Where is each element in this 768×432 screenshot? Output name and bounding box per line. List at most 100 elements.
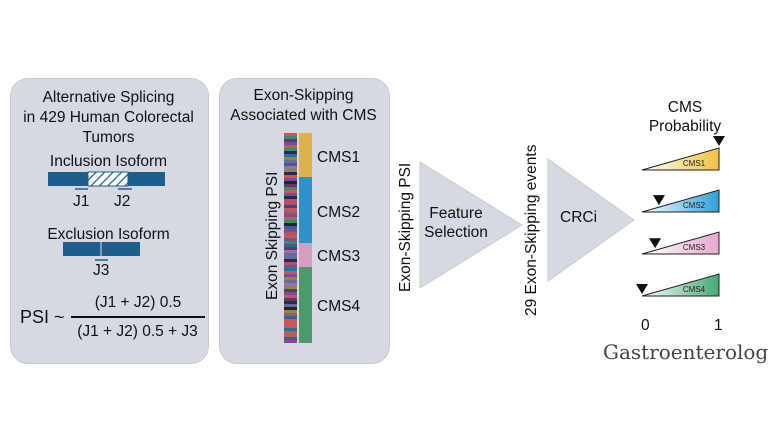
heatmap-stripe (284, 223, 297, 226)
journal-wordmark: Gastroenterology (603, 340, 768, 364)
heatmap-stripe (284, 286, 297, 289)
probability-wedge-label: CMS3 (683, 243, 706, 252)
psi-prefix: PSI ~ (20, 307, 65, 327)
heatmap-stripe (284, 193, 297, 196)
cms4-label: CMS4 (317, 298, 361, 315)
heatmap-stripe (284, 304, 297, 307)
heatmap-stripe (284, 187, 297, 190)
heatmap-stripe (284, 292, 297, 295)
probability-wedge-label: CMS2 (683, 201, 706, 210)
heatmap-stripe (284, 331, 297, 334)
heatmap-stripe (284, 307, 297, 310)
heatmap-stripe (284, 259, 297, 262)
feature-selection-arrow (419, 161, 523, 289)
probability-wedge-cms3 (641, 231, 720, 255)
exclusion-exon-right (101, 242, 140, 256)
cms-probability-title: CMS Probability (640, 98, 730, 136)
heatmap-stripe (284, 241, 297, 244)
heatmap-stripe (284, 295, 297, 298)
heatmap-stripe (284, 208, 297, 211)
heatmap-stripe (284, 154, 297, 157)
heatmap-stripe (284, 166, 297, 169)
cms-probability-title-line: Probability (648, 118, 722, 135)
heatmap-stripe (284, 220, 297, 223)
probability-axis-max: 1 (714, 317, 723, 334)
crci-arrow (547, 158, 635, 282)
heatmap-stripe (284, 271, 297, 274)
heatmap-stripe (284, 133, 297, 136)
exon-skipping-psi-input-label: Exon-Skipping PSI (397, 162, 414, 292)
feature-selection-line: Feature (429, 205, 483, 222)
cms-cluster-bars (299, 133, 312, 343)
heatmap-stripe (284, 226, 297, 229)
cms3-label: CMS3 (317, 248, 361, 265)
cms2-cluster-bar (299, 177, 312, 243)
psi-numerator: (J1 + J2) 0.5 (94, 294, 182, 311)
heatmap-stripe (284, 268, 297, 271)
heatmap-stripe (284, 283, 297, 286)
heatmap-stripe (284, 250, 297, 253)
cms3-cluster-bar (299, 243, 312, 267)
heatmap-stripe (284, 190, 297, 193)
skipped-exon (87, 171, 129, 187)
inclusion-exon-left (48, 172, 88, 186)
heatmap-stripe (284, 334, 297, 337)
inclusion-isoform-diagram (48, 171, 165, 190)
splicing-title-line: Alternative Splicing (42, 89, 175, 106)
cms-probability-title-line: CMS (667, 99, 703, 116)
probability-marker-cms1 (713, 136, 725, 146)
heatmap-stripe (284, 136, 297, 139)
heatmap-stripe (284, 160, 297, 163)
cms1-label: CMS1 (317, 149, 361, 166)
heatmap-stripe (284, 205, 297, 208)
heatmap-stripe (284, 325, 297, 328)
psi-heatmap (284, 133, 297, 343)
heatmap-stripe (284, 247, 297, 250)
exclusion-isoform-label: Exclusion Isoform (47, 226, 170, 243)
probability-marker-cms3 (649, 238, 662, 249)
heatmap-stripe (284, 151, 297, 154)
fraction-bar (71, 316, 205, 318)
splicing-title: Alternative Splicing in 429 Human Colore… (10, 88, 207, 148)
heatmap-stripe (284, 232, 297, 235)
exon-skipping-title-line: Exon-Skipping (253, 87, 354, 104)
heatmap-stripe (284, 298, 297, 301)
heatmap-stripes (284, 133, 297, 343)
exon-skipping-title: Exon-Skipping Associated with CMS (219, 86, 388, 126)
j3-label: J3 (93, 262, 110, 279)
inclusion-exon-right (128, 172, 165, 186)
probability-wedge-label: CMS1 (683, 159, 706, 168)
heatmap-stripe (284, 244, 297, 247)
probability-wedge-label: CMS4 (683, 285, 706, 294)
feature-selection-line: Selection (424, 224, 488, 241)
heatmap-stripe (284, 319, 297, 322)
heatmap-stripe (284, 145, 297, 148)
exon-skipping-events-label: 29 Exon-Skipping events (523, 144, 540, 316)
heatmap-stripe (284, 211, 297, 214)
heatmap-stripe (284, 142, 297, 145)
heatmap-stripe (284, 172, 297, 175)
heatmap-stripe (284, 337, 297, 340)
heatmap-stripe (284, 262, 297, 265)
heatmap-stripe (284, 313, 297, 316)
probability-wedge-cms2 (641, 189, 720, 213)
heatmap-stripe (284, 277, 297, 280)
crci-classifier-label: CRCi (560, 209, 598, 226)
heatmap-stripe (284, 253, 297, 256)
heatmap-stripe (284, 214, 297, 217)
heatmap-stripe (284, 265, 297, 268)
heatmap-stripe (284, 178, 297, 181)
heatmap-stripe (284, 328, 297, 331)
splicing-title-line: in 429 Human Colorectal (23, 109, 194, 126)
heatmap-stripe (284, 139, 297, 142)
cms2-label: CMS2 (317, 204, 361, 221)
psi-denominator: (J1 + J2) 0.5 + J3 (77, 323, 198, 340)
heatmap-stripe (284, 163, 297, 166)
exon-skipping-psi-axis-label: Exon Skipping PSI (264, 171, 281, 300)
probability-wedge-cms4 (641, 273, 720, 297)
heatmap-stripe (284, 238, 297, 241)
exclusion-isoform-diagram (63, 242, 140, 261)
heatmap-stripe (284, 148, 297, 151)
heatmap-stripe (284, 316, 297, 319)
heatmap-stripe (284, 181, 297, 184)
